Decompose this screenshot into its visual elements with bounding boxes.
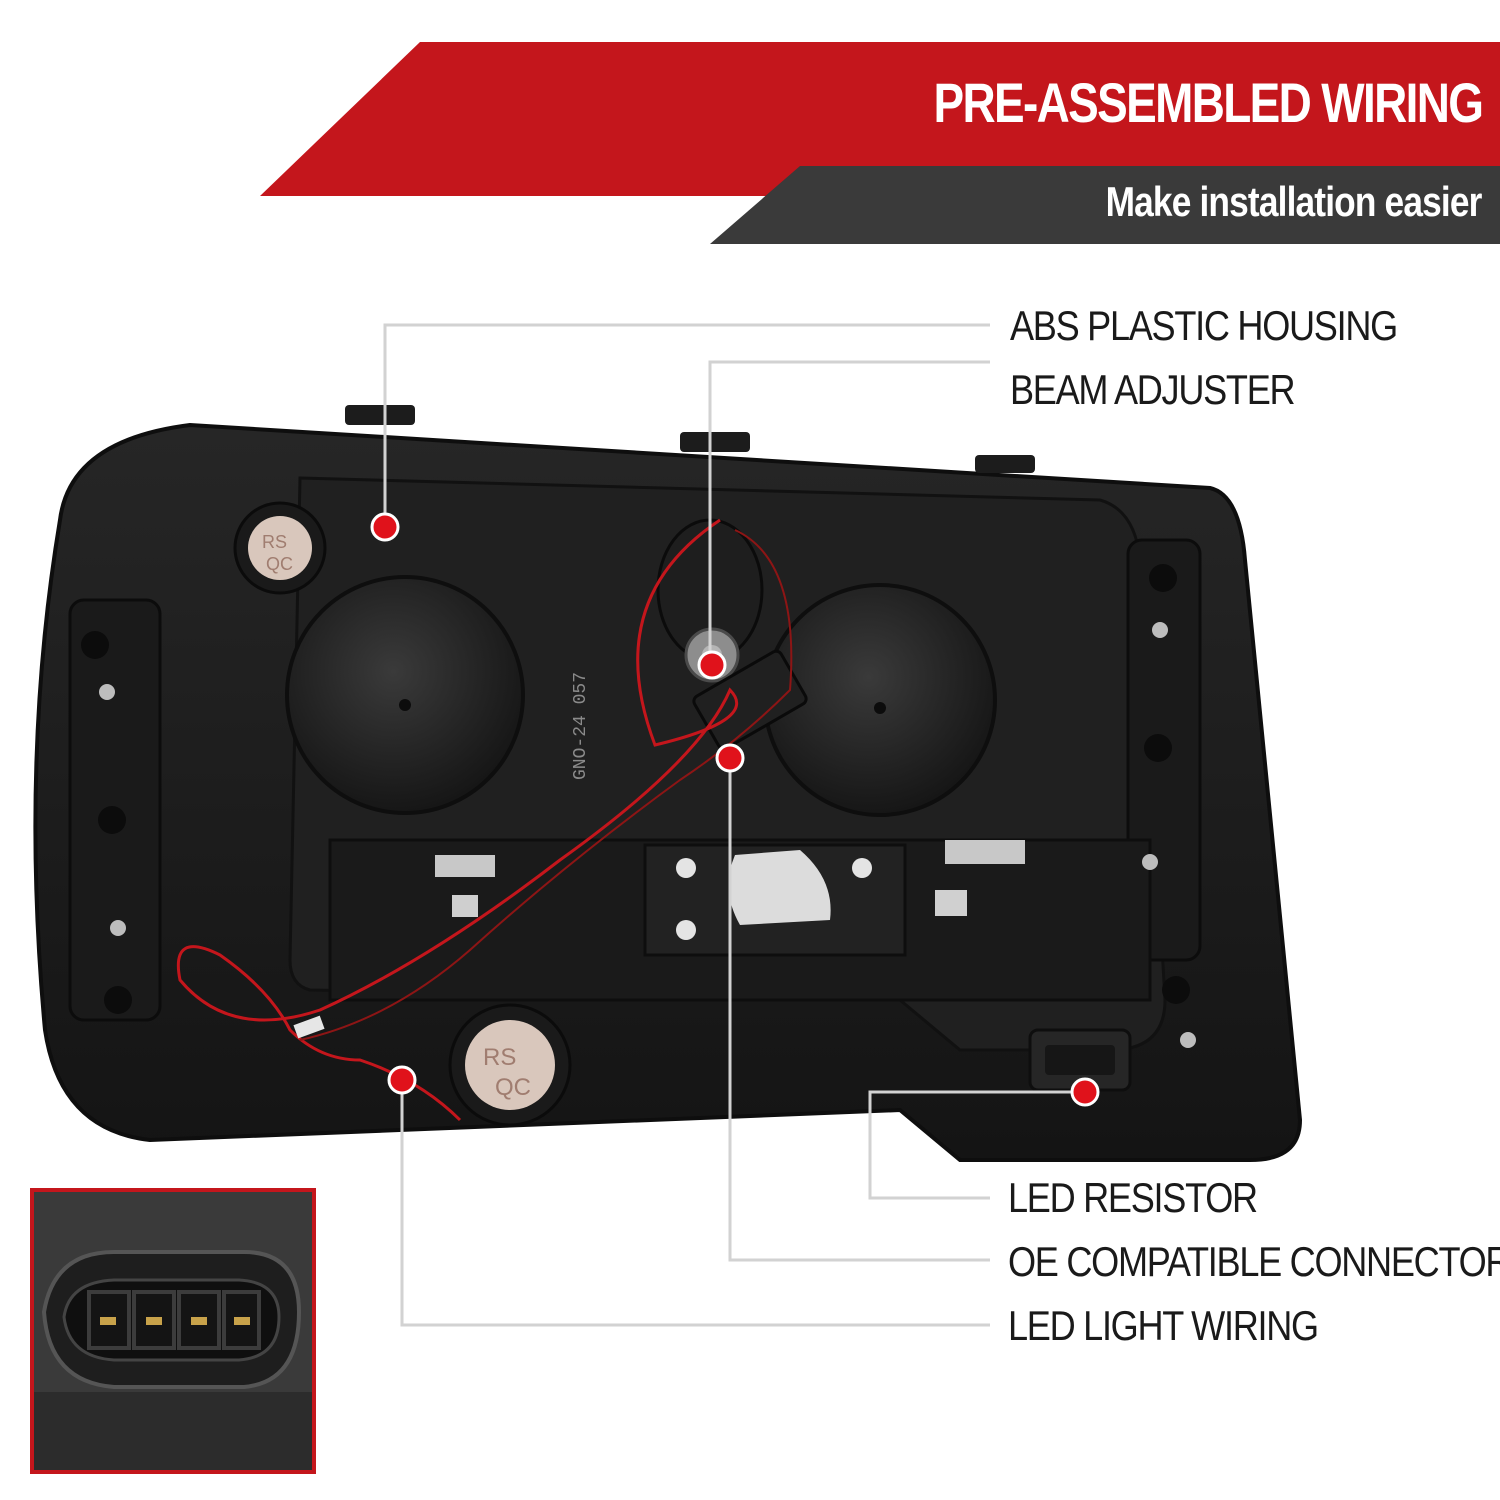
- svg-text:GNO-24 057: GNO-24 057: [571, 672, 591, 780]
- callout-markers: [370, 512, 1100, 1107]
- top-tab-1: [345, 405, 415, 425]
- qc-sticker-bottom: [465, 1020, 555, 1110]
- red-wire-secondary: [299, 529, 793, 1041]
- banner-subtitle: Make installation easier: [1106, 178, 1483, 225]
- holes: [81, 564, 1190, 1014]
- header-banner: PRE-ASSEMBLED WIRING Make installation e…: [0, 0, 1500, 260]
- top-tab-2: [680, 432, 750, 452]
- top-tab-3: [975, 455, 1035, 473]
- connector-closeup-image: [34, 1192, 312, 1470]
- callout-led-wiring: LED LIGHT WIRING: [1008, 1302, 1319, 1349]
- callout-led-resistor: LED RESISTOR: [1008, 1174, 1258, 1221]
- svg-text:QC: QC: [266, 554, 293, 574]
- qc-sticker-left: [248, 516, 312, 580]
- led-resistor-block: [692, 649, 808, 751]
- callout-oe-connector: OE COMPATIBLE CONNECTOR: [1008, 1238, 1500, 1285]
- screws: [99, 622, 1196, 1048]
- zip-tie: [293, 1015, 325, 1039]
- red-wire-main: [176, 518, 739, 1122]
- svg-text:RS: RS: [483, 1044, 516, 1071]
- banner-shapes: [260, 42, 1500, 244]
- banner-title: PRE-ASSEMBLED WIRING: [933, 71, 1484, 134]
- connector-closeup-inset: [30, 1188, 316, 1474]
- callout-abs-housing: ABS PLASTIC HOUSING: [1010, 302, 1398, 349]
- svg-text:RS: RS: [262, 532, 287, 552]
- bulb-cap-left: [285, 575, 525, 815]
- svg-text:QC: QC: [495, 1074, 531, 1101]
- center-mount: [728, 850, 831, 925]
- leader-lines: [383, 323, 1085, 1327]
- callout-beam-adjuster: BEAM ADJUSTER: [1010, 366, 1296, 413]
